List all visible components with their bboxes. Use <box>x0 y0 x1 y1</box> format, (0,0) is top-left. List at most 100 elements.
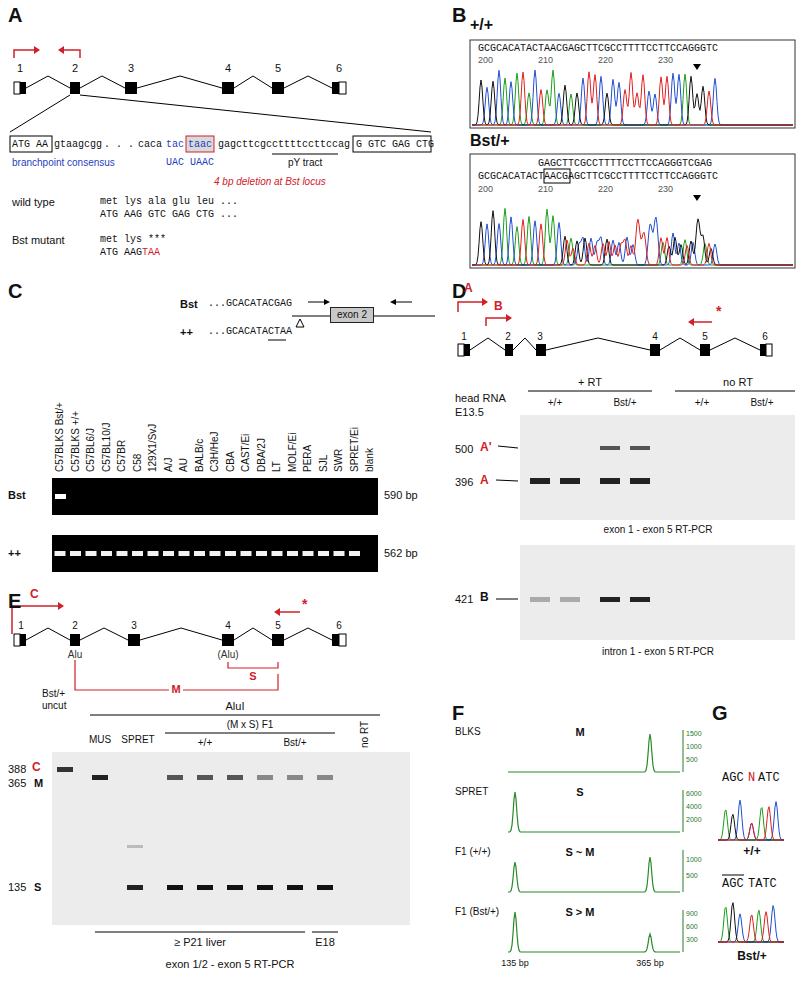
axis-value: 1500 <box>686 730 702 738</box>
shape-rect <box>287 775 303 780</box>
shape-rect <box>600 446 620 450</box>
annotation-label: S <box>34 881 41 894</box>
shape-rect <box>127 845 143 848</box>
trace-line <box>718 912 784 942</box>
intron-line <box>140 628 222 640</box>
intron-line <box>284 76 332 88</box>
shape-rect <box>117 551 128 556</box>
sequence-text: taac <box>188 139 212 151</box>
panel-letter: F <box>452 702 464 725</box>
shape-rect <box>560 478 580 484</box>
shape-rect <box>197 885 213 890</box>
exon-label: exon 2 <box>337 309 367 320</box>
annotation-label: no RT <box>723 376 753 389</box>
lane-label: blank <box>364 448 376 472</box>
shape-rect <box>92 775 108 780</box>
trace-line <box>472 70 793 125</box>
guide-line <box>272 154 338 155</box>
annotation-label: Bst/+ <box>613 397 636 409</box>
guide-line <box>268 340 286 341</box>
annotation-label: Bst/+ <box>283 737 306 749</box>
shape-rect <box>630 597 650 602</box>
axis-value: 220 <box>598 55 613 65</box>
exon-number: 5 <box>275 62 281 75</box>
panel-letter: E <box>8 590 21 613</box>
sequence-text: ...GCACATACGAG <box>208 298 292 310</box>
annotation-label: M <box>169 683 182 696</box>
exon-number: 4 <box>652 331 658 343</box>
lane-label: SPRET/Ei <box>349 427 361 472</box>
shape-rect <box>700 344 710 356</box>
intron-line <box>26 76 70 88</box>
annotation-label: intron 1 - exon 5 RT-PCR <box>602 646 714 658</box>
trace-line <box>472 208 793 265</box>
sequence-text: UAC UAAC <box>166 157 214 169</box>
graphic-path <box>228 662 278 668</box>
primer-label: A' <box>480 441 492 455</box>
guide-line <box>694 321 712 323</box>
sequence-text: met lys *** <box>100 234 166 246</box>
annotation-label: B <box>480 591 489 605</box>
annotation-label: ++ <box>8 547 21 560</box>
arrow-head <box>296 319 304 327</box>
exon-number: 3 <box>537 331 543 343</box>
trace-label: SPRET <box>455 786 488 798</box>
shape-rect <box>505 344 513 356</box>
panel-letter: G <box>712 702 728 725</box>
annotation-label: S <box>249 670 256 683</box>
shape-rect <box>334 551 345 556</box>
shape-rect <box>186 136 214 152</box>
shape-rect <box>52 752 410 925</box>
trace-line <box>508 857 680 892</box>
sequence-text: tac <box>166 139 184 151</box>
lane-label: AU <box>178 458 190 472</box>
sequence-text: ATC <box>758 772 780 786</box>
annotation-label: Bst/+ uncut <box>42 688 82 711</box>
lane-label: PERA <box>302 445 314 472</box>
axis-value: 1000 <box>686 743 702 751</box>
sequence-text: ATG AAG GTC GAG CTG ... <box>100 209 238 221</box>
annotation-label: 590 bp <box>384 489 418 502</box>
shape-rect <box>272 551 283 556</box>
axis-value: 210 <box>538 184 553 194</box>
peak-ratio: S <box>576 786 583 799</box>
sequence-text: gagcttcgccttttccttccag <box>218 139 350 151</box>
guide-line <box>308 302 324 303</box>
lane-label: C57BLKS +/+ <box>70 411 82 472</box>
guide-line <box>396 302 412 303</box>
annotation-label: MUS <box>89 734 111 746</box>
guide-line <box>528 391 652 392</box>
guide-line <box>80 95 431 132</box>
exon-number: 4 <box>225 62 231 75</box>
lane-label: BALB/c <box>194 439 206 472</box>
shape-rect <box>10 136 52 152</box>
annotation-label: no RT <box>359 721 371 748</box>
shape-rect <box>318 551 329 556</box>
intron-line <box>546 338 650 350</box>
shape-rect <box>163 551 174 556</box>
axis-value: 300 <box>686 936 698 944</box>
shape-rect <box>272 634 284 646</box>
intron-line <box>470 338 505 350</box>
arrow-head <box>34 46 40 54</box>
arrow-head <box>390 299 396 305</box>
shape-rect <box>132 551 143 556</box>
shape-rect <box>194 551 205 556</box>
shape-rect <box>630 446 650 450</box>
graphic-group <box>508 734 680 952</box>
guide-line <box>90 715 380 716</box>
lane-label: A/J <box>163 458 175 472</box>
trace-line <box>508 734 680 772</box>
sequence-text: caca <box>138 139 162 151</box>
shape-rect <box>70 82 80 94</box>
annotation-label: (M x S) F1 <box>227 719 274 731</box>
shape-rect <box>127 885 143 890</box>
trace-line <box>472 72 793 125</box>
lane-label: DBA/2J <box>256 438 268 472</box>
annotation-label: SPRET <box>121 734 154 746</box>
sequence-text: ...GCACATACTAA <box>208 326 292 338</box>
lane-label: CBA <box>225 451 237 472</box>
annotation-label: Bst <box>180 298 198 311</box>
shape-rect <box>52 535 378 572</box>
